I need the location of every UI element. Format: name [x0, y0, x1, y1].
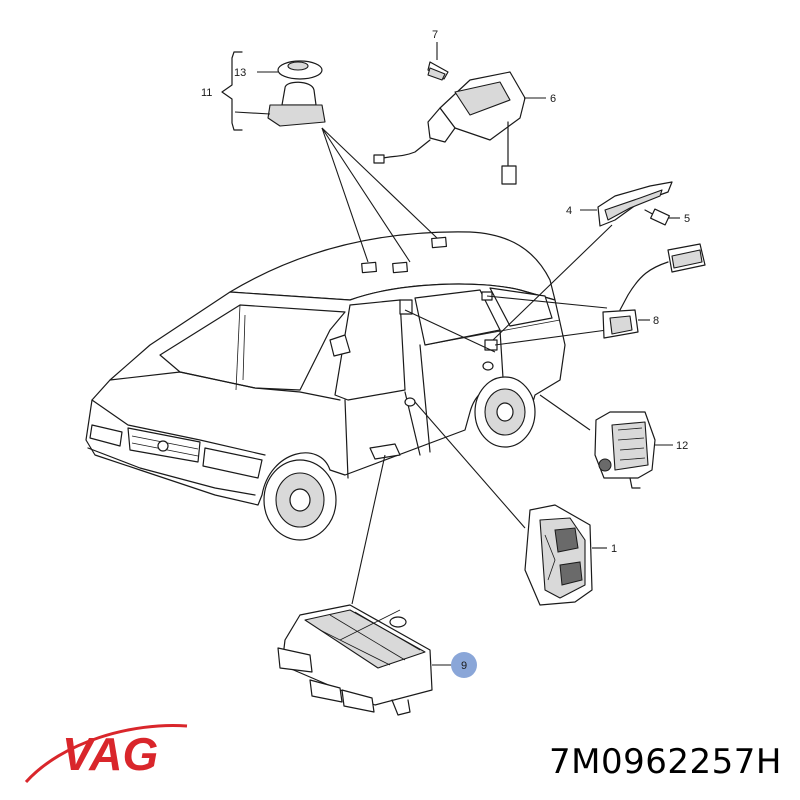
callout-4: 4: [566, 205, 572, 217]
callout-13: 13: [234, 67, 246, 79]
door-handle-part: [580, 181, 680, 227]
interior-lamp-part: [221, 51, 326, 131]
callout-6: 6: [550, 93, 556, 105]
callout-11: 11: [201, 87, 212, 99]
callout-12: 12: [676, 440, 688, 452]
lock-actuator-part: [373, 42, 546, 185]
callout-5: 5: [684, 213, 690, 225]
leader-lines: [321, 127, 613, 605]
callout-7: 7: [432, 29, 438, 41]
door-lock-part: [524, 504, 607, 606]
svg-text:VAG: VAG: [62, 728, 158, 780]
door-switch-part: [602, 243, 706, 339]
callout-8: 8: [653, 315, 659, 327]
callout-1: 1: [611, 543, 617, 555]
part-number: 7M0962257H: [549, 742, 782, 782]
control-unit-9-part: [277, 604, 477, 716]
callout-9: 9: [461, 660, 467, 672]
highlight-marker: [451, 652, 477, 678]
vag-logo: VAG: [24, 724, 188, 784]
van-illustration: [85, 231, 566, 541]
control-module-12-part: [594, 411, 673, 489]
